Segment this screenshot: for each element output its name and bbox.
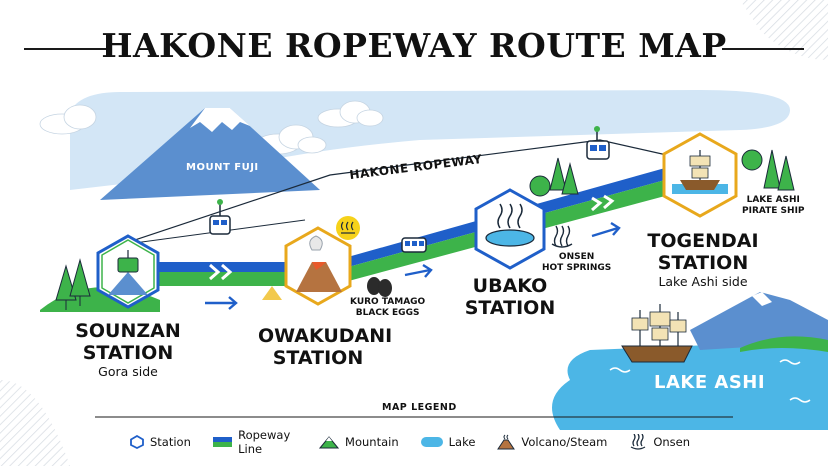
owakudani-station-icon xyxy=(284,226,352,306)
title-rule-left xyxy=(24,48,108,50)
station-sounzan: SOUNZAN STATION Gora side xyxy=(72,320,184,379)
onsen-line2: HOT SPRINGS xyxy=(542,263,612,273)
station-sub: Gora side xyxy=(98,364,158,379)
steam-badge-icon xyxy=(336,216,360,240)
mount-fuji-illustration xyxy=(100,108,320,200)
sky-band xyxy=(70,90,790,190)
sulfur-pile xyxy=(262,286,282,300)
lake-ashi-label: LAKE ASHI xyxy=(654,372,766,393)
station-name-line2: STATION xyxy=(657,252,749,274)
station-name-line1: OWAKUDANI xyxy=(258,325,393,347)
legend-heading: MAP LEGEND xyxy=(382,402,457,413)
cloud xyxy=(317,100,384,128)
legend-item-mountain: Mountain xyxy=(319,435,399,449)
station-name-line1: TOGENDAI xyxy=(647,230,759,252)
black-eggs-icon xyxy=(367,277,392,297)
ropeway-line-icon xyxy=(212,437,233,447)
pirate-ship-icon xyxy=(621,304,693,363)
route-chevrons xyxy=(209,194,615,281)
pirate-ship-line1: LAKE ASHI xyxy=(746,195,800,205)
kuro-tamago-line1: KURO TAMAGO xyxy=(350,297,426,307)
kuro-tamago-label: KURO TAMAGO BLACK EGGS xyxy=(350,297,425,319)
onsen-icon xyxy=(631,434,646,450)
togendai-station-icon xyxy=(662,132,738,218)
lake-icon xyxy=(420,437,443,447)
onsen-icon xyxy=(551,225,573,248)
tree-icon xyxy=(529,157,579,197)
sounzan-station-icon xyxy=(96,234,160,309)
corner-hatch-top-right xyxy=(740,0,828,60)
volcano-icon xyxy=(497,434,516,450)
mountain-icon xyxy=(319,436,340,449)
ropeway-route-band xyxy=(120,168,665,286)
onsen-label: ONSEN HOT SPRINGS xyxy=(542,252,611,274)
legend-label: Mountain xyxy=(345,435,399,449)
onsen-line1: ONSEN xyxy=(558,252,595,262)
map-legend: Station Ropeway Line Mountain Lake Volca… xyxy=(130,428,690,456)
pirate-ship-label: LAKE ASHI PIRATE SHIP xyxy=(742,195,805,217)
gondola-icon xyxy=(586,126,610,160)
legend-item-station: Station xyxy=(130,435,191,449)
station-name-line2: STATION xyxy=(272,347,364,369)
legend-label: Onsen xyxy=(653,435,691,449)
mount-fuji-label: MOUNT FUJI xyxy=(186,162,259,173)
station-name-line2: STATION xyxy=(82,342,174,364)
legend-item-ropeway-line: Ropeway Line xyxy=(212,428,297,456)
direction-arrows xyxy=(205,221,621,310)
tree-icon xyxy=(55,258,91,310)
station-name-line1: SOUNZAN xyxy=(75,320,181,342)
legend-item-lake: Lake xyxy=(420,435,476,449)
lake-ashi-illustration xyxy=(552,292,828,430)
gondola-icon xyxy=(401,237,427,253)
tree-icon xyxy=(741,149,795,191)
legend-label: Volcano/Steam xyxy=(521,435,608,449)
station-ubako: UBAKO STATION xyxy=(455,275,565,319)
legend-label: Station xyxy=(150,435,191,449)
ropeway-cable xyxy=(119,139,681,246)
station-name-line1: UBAKO xyxy=(472,275,548,297)
legend-item-volcano: Volcano/Steam xyxy=(497,434,607,450)
station-togendai: TOGENDAI STATION Lake Ashi side xyxy=(640,230,766,289)
station-sub: Lake Ashi side xyxy=(658,274,748,289)
gondola-icon xyxy=(209,199,231,235)
kuro-tamago-line2: BLACK EGGS xyxy=(355,308,420,318)
ubako-station-icon xyxy=(474,188,546,270)
hexagon-icon xyxy=(130,435,144,449)
station-owakudani: OWAKUDANI STATION xyxy=(258,325,393,369)
cloud xyxy=(39,104,97,135)
legend-label: Lake xyxy=(448,435,476,449)
corner-hatch-bottom-left xyxy=(0,380,70,466)
legend-item-onsen: Onsen xyxy=(629,434,690,450)
legend-label: Ropeway Line xyxy=(238,428,291,456)
page-title: HAKONE ROPEWAY ROUTE MAP xyxy=(101,26,727,65)
station-name-line2: STATION xyxy=(464,297,556,319)
pirate-ship-line2: PIRATE SHIP xyxy=(742,206,805,216)
title-rule-right xyxy=(722,48,804,50)
